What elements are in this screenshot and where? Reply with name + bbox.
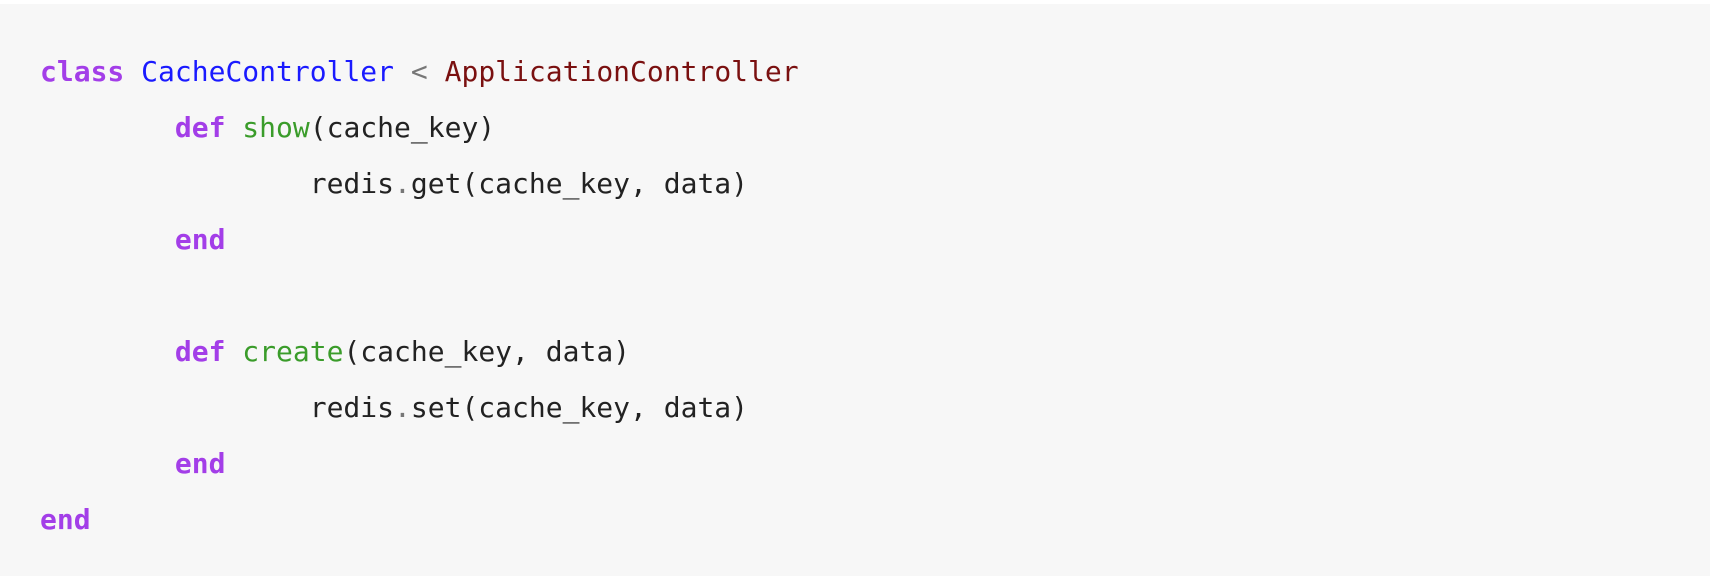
code-token-kw: end	[40, 503, 91, 536]
code-token-kw: def	[174, 335, 226, 368]
code-token	[225, 111, 242, 144]
code-line: class CacheController < ApplicationContr…	[40, 55, 799, 88]
code-token-fn: create	[242, 335, 344, 368]
code-line: def create(cache_key, data)	[40, 335, 630, 368]
code-token-op: .	[394, 167, 411, 200]
code-token-kw: end	[174, 223, 226, 256]
code-token-sup: ApplicationController	[444, 55, 799, 88]
code-line: end	[40, 503, 91, 536]
code-token	[124, 55, 141, 88]
code-token: set(cache_key, data)	[410, 391, 749, 424]
code-token: (cache_key)	[309, 111, 496, 144]
code-token-op: <	[410, 55, 428, 88]
code-token-cls: CacheController	[141, 55, 395, 88]
code-token	[428, 55, 445, 88]
code-token	[394, 55, 411, 88]
code-line: redis.set(cache_key, data)	[40, 391, 748, 424]
code-token-fn: show	[242, 111, 310, 144]
code-token-op: .	[394, 391, 411, 424]
code-content: class CacheController < ApplicationContr…	[40, 44, 799, 548]
code-token-kw: def	[174, 111, 226, 144]
code-token: get(cache_key, data)	[410, 167, 749, 200]
code-line: end	[40, 447, 226, 480]
code-line: def show(cache_key)	[40, 111, 495, 144]
code-token: redis	[309, 391, 395, 424]
code-token-kw: class	[40, 55, 125, 88]
code-token	[225, 335, 242, 368]
code-token: redis	[309, 167, 395, 200]
code-block: class CacheController < ApplicationContr…	[0, 4, 1710, 576]
code-line: redis.get(cache_key, data)	[40, 167, 748, 200]
code-token: (cache_key, data)	[343, 335, 631, 368]
code-token-kw: end	[174, 447, 226, 480]
code-line: end	[40, 223, 226, 256]
